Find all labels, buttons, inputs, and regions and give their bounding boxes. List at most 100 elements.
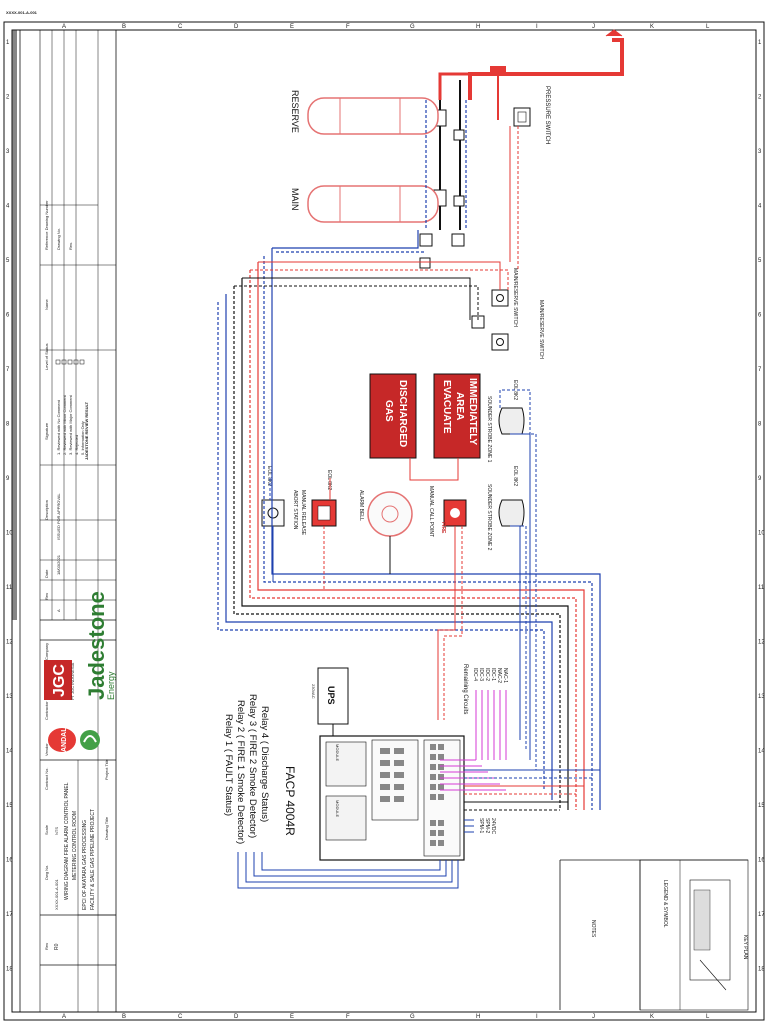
zone-col: I [536,1014,538,1020]
zone-row: 3 [758,149,762,155]
zone-row: 1 [6,40,10,46]
abort-station: ABORT STATION EOL 8K2 [261,466,298,530]
company-logos: Jadestone Energy Company JGC PT JGC INDO… [44,591,116,756]
ups-note: 230VAC [311,684,316,699]
evacuate-line: EVACUATE [441,380,452,434]
zone-row: 15 [6,803,13,809]
fire-label: FIRE [440,522,446,534]
main-reserve-switch-label: MAIN/RESERVE SWITCH [538,300,544,359]
zone-col: E [290,1014,294,1020]
zone-row: 7 [758,367,762,373]
zone-col: D [234,24,239,30]
zone-row: 14 [758,749,765,755]
relay-label: Relay 4 ( Discharge Status) [259,706,270,822]
outer-border [3,21,765,1021]
output-label: SPM-2 [484,818,490,834]
main-reserve-switch-label: MAIN/RESERVE SWITCH [512,268,518,327]
status-item: 5. Information Only [80,421,85,455]
main-reserve-switch-1: MAIN/RESERVE SWITCH [491,268,518,327]
vendor-logo-text: ANDALAN [61,717,68,752]
revision-desc: ISSUED FOR APPROVAL [56,493,61,540]
zone-row: 8 [758,422,762,428]
project-title-block: Project Title EPCI OF AKATARA GAS PROCES… [44,758,109,950]
vendor-label: Vendor [44,743,49,756]
zone-row: 2 [758,95,762,101]
gas-line: DISCHARGED [397,380,408,447]
zone-columns-bottom: A B C D E F G H I J K L [62,1014,710,1020]
facp-label: FACP 4004R [283,766,297,836]
drawing-title-label: Drawing Title [104,816,109,840]
main-reserve-switch-2: MAIN/RESERVE SWITCH [491,300,544,359]
zone-col: B [122,1014,126,1020]
sounder-strobe-label: SOUNDER STROBE ZONE 1 [486,396,492,463]
gas-line: GAS [383,400,394,422]
ups-label: UPS [326,686,336,705]
zone-col: H [476,1014,480,1020]
drawing-title-line: WIRING DIAGRAM FIRE ALARM CONTROL PANEL [64,782,70,900]
project-title-line: FACILITY & SALE GAS PIPELINE PROJECT [90,809,96,910]
remaining-circuits: Remaining Circuits IDC-4 IDC-3 IDC-2 IDC… [440,664,508,791]
reserve-label: RESERVE [290,90,300,133]
contractor-label: Contractor [44,701,49,720]
zone-col: C [178,24,183,30]
panel-outputs: SPM-1 SPM-2 24VDC [464,769,600,835]
notes-keyplan-area: KEY PLAN LEGEND & SYMBOL NOTES [559,859,749,1011]
status-item: 2. Reviewed with Minor Comment [62,394,67,455]
evacuate-line: IMMEDIATELY [467,378,478,446]
wiring [217,100,601,810]
zone-col: D [234,1014,239,1020]
zone-row: 12 [758,640,765,646]
manual-call-point: FIRE MANUAL CALL POINT [428,486,467,537]
revision-table: Rev Date Description ISSUED FOR APPROVAL… [44,493,61,612]
rev-value: R0 [54,943,60,950]
scale-label: Scale [44,824,49,835]
ref-row: Rev. [68,242,73,250]
zone-row: 1 [758,40,762,46]
status-item: 1. Reviewed with No Comment [56,399,61,455]
relay-labels: Relay 4 ( Discharge Status) Relay 3 ( FI… [223,694,270,844]
zone-row: 9 [758,476,762,482]
key-plan-sketch [689,879,731,991]
zone-row: 14 [6,749,13,755]
project-title-line: EPCI OF AKATARA GAS PROCESSING [82,820,88,910]
circuit-item: IDC-2 [484,668,490,681]
zone-col: J [592,24,595,30]
zone-row: 17 [6,912,13,918]
drawing-title-line: METERING CONTROL ROOM [72,811,78,880]
zone-row: 6 [758,313,762,319]
gas-discharged-sign: GAS DISCHARGED [369,373,417,459]
relay-label: Relay 1 ( FAULT Status) [223,714,234,816]
zone-row: 18 [758,967,765,973]
zone-col: B [122,24,126,30]
remaining-circuits-label: Remaining Circuits [462,664,468,714]
zone-col: A [62,24,66,30]
company-label: Company [44,643,49,660]
relay-wires [237,852,459,889]
ref-row: Drawing No. [56,228,61,250]
mcp-label: MANUAL CALL POINT [428,486,434,537]
zone-row: 8 [6,422,10,428]
alarm-bell-label: ALARM BELL [358,490,364,521]
zone-col: A [62,1014,66,1020]
zone-col: G [410,24,415,30]
zone-row: 10 [758,531,765,537]
ref-row: Reference Drawing Number [44,200,49,250]
vertical-notes [12,30,17,620]
zone-columns-top: A B C D E F G H I J K L [62,24,710,30]
zone-row: 13 [758,694,765,700]
zone-row: 2 [6,95,10,101]
zone-row: 7 [6,367,10,373]
relay-label: Relay 3 ( FIRE 2 Smoke Detector) [247,694,258,838]
zone-col: J [592,1014,595,1020]
zone-row: 16 [758,858,765,864]
evacuate-line: AREA [454,392,465,420]
zone-row: 18 [6,967,13,973]
zone-col: K [650,24,654,30]
zone-row: 12 [6,640,13,646]
zone-row: 5 [6,258,10,264]
junction-box [471,315,485,329]
zone-col: C [178,1014,183,1020]
zone-row: 17 [758,912,765,918]
signature-label: Signature [44,422,49,440]
eol-label: EOL 8K2 [512,466,518,486]
